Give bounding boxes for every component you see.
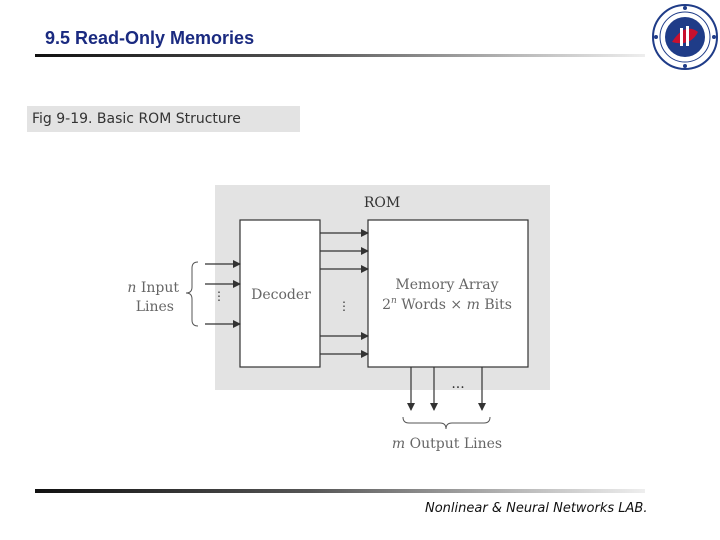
university-seal-icon [652,4,718,70]
slide-title: 9.5 Read-Only Memories [45,28,255,48]
output-brace [402,416,491,430]
footer-rule [35,489,645,493]
word-line-ellipsis: ⋮ [338,299,350,313]
footer-lab-name: Nonlinear & Neural Networks LAB. [425,501,648,516]
memory-array-size: 2n Words × m Bits [382,296,512,313]
title-rule [35,54,645,57]
input-lines-label-2: Lines [136,299,174,315]
figure-caption: Fig 9-19. Basic ROM Structure [27,106,300,132]
input-lines-label-1: n Input [127,280,179,296]
decoder-label: Decoder [251,287,311,303]
input-brace [185,261,199,327]
output-ellipsis: ... [451,376,464,392]
memory-array-block [367,219,529,368]
rom-label: ROM [364,195,400,211]
decoder-block [239,219,321,368]
memory-array-label: Memory Array [395,277,498,293]
figure-caption-text: Fig 9-19. Basic ROM Structure [32,111,241,127]
output-lines-label: m Output Lines [392,436,502,452]
input-ellipsis: ⋮ [213,289,225,303]
